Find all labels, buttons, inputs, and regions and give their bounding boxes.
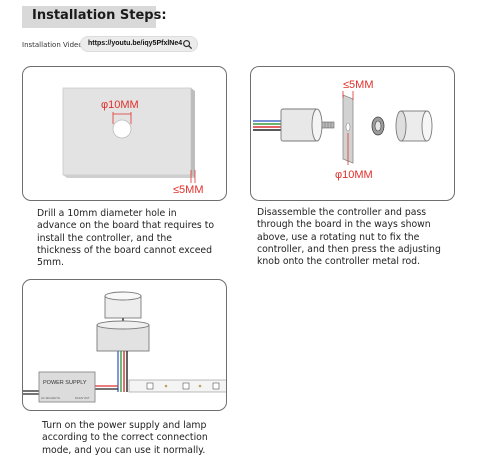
board-edge <box>191 88 195 178</box>
hole-diameter-label: φ10MM <box>101 99 139 111</box>
led-chip <box>182 382 190 390</box>
power-supply <box>38 371 96 403</box>
step-3-caption: Turn on the power supply and lamp accord… <box>42 420 208 456</box>
video-url[interactable]: https://youtu.be/iqy5PfxlNe4 <box>88 40 183 47</box>
thickness-label: ≤5MM <box>173 184 203 196</box>
step-2-caption: Disassemble the controller and pass thro… <box>257 207 441 268</box>
video-link[interactable]: https://youtu.be/iqy5PfxlNe4 <box>80 36 198 52</box>
step-2-panel: ≤5MM φ10MM <box>250 66 455 201</box>
drill-hole <box>112 119 132 139</box>
step-1-caption: Drill a 10mm diameter hole in advance on… <box>37 208 215 269</box>
controller-face <box>311 108 323 142</box>
psu-output-label: DC12V OUT <box>75 396 90 400</box>
search-icon[interactable] <box>182 39 193 50</box>
page-title: Installation Steps: <box>32 8 167 23</box>
step-2-diagram: ≤5MM φ10MM <box>253 79 433 181</box>
board-bottom-edge <box>63 175 195 178</box>
step-1-panel: φ10MM ≤5MM <box>22 66 227 201</box>
step-3-panel: POWER SUPPLY AC 100-240V IN DC12V OUT <box>22 279 227 411</box>
psu-input-label: AC 100-240V IN <box>41 396 60 400</box>
board-hole <box>345 122 351 132</box>
led-chip <box>212 382 220 390</box>
hole-diameter-label: φ10MM <box>335 169 373 181</box>
led-strip <box>128 379 226 393</box>
psu-label: POWER SUPPLY <box>43 380 87 386</box>
led-chip <box>146 382 154 390</box>
step-3-diagram: POWER SUPPLY AC 100-240V IN DC12V OUT <box>23 291 226 403</box>
step-1-diagram: φ10MM ≤5MM <box>62 87 203 196</box>
video-label: Installation Video: <box>22 41 85 49</box>
section-title-bar: Installation Steps: <box>22 6 167 28</box>
thickness-label: ≤5MM <box>343 79 373 91</box>
